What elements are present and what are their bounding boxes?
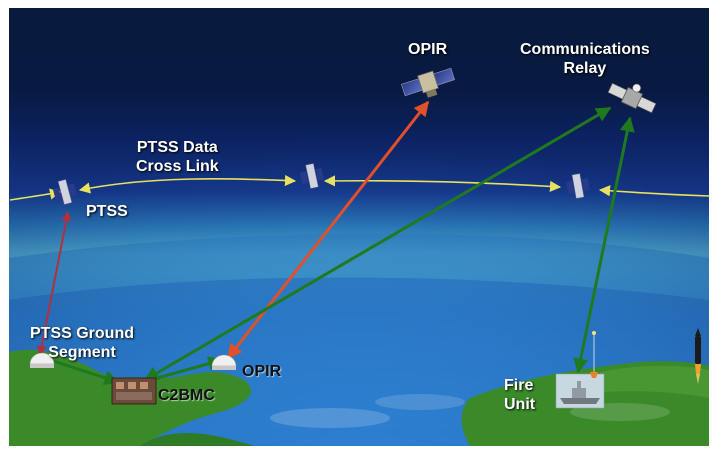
c2bmc-building-icon — [111, 377, 157, 405]
launch-plume-icon — [590, 331, 598, 378]
central-america-land — [140, 433, 255, 446]
ptss-ground-label-line1: PTSS Ground — [30, 325, 134, 342]
fire-unit-ship-icon — [555, 373, 605, 409]
opir-ground-radome-icon — [211, 354, 237, 370]
fire-unit-label: Fire Unit — [504, 376, 535, 414]
threat-missile-icon — [695, 328, 701, 384]
ground-links — [49, 106, 635, 385]
fire-unit-label-line1: Fire — [504, 377, 534, 394]
comms-relay-satellite-icon — [607, 82, 657, 114]
ptss-satellite-right-icon — [566, 173, 590, 199]
ptss-downlink — [36, 211, 72, 356]
ptss-ground-radome-icon — [29, 352, 55, 368]
comms-relay-label: Communications Relay — [520, 40, 650, 78]
ptss-crosslink-label: PTSS Data Cross Link — [136, 138, 219, 176]
ptss-label: PTSS — [86, 203, 128, 220]
fire-unit-label-line2: Unit — [504, 396, 536, 413]
ptss-ground-label-line2: Segment — [48, 344, 116, 361]
c2bmc-label: C2BMC — [158, 387, 215, 404]
ptss-satellite-middle-icon — [299, 163, 325, 189]
c2bmc-to-relay-link — [143, 106, 612, 382]
comms-relay-label-line1: Communications — [520, 41, 650, 58]
comms-relay-label-line2: Relay — [563, 60, 607, 77]
ground-to-c2bmc-link — [49, 358, 120, 385]
fire-unit-to-relay-link — [573, 116, 635, 374]
ptss-crosslink-label-line2: Cross Link — [136, 158, 219, 175]
opir-ground-label: OPIR — [242, 363, 282, 380]
opir-satellite-label: OPIR — [408, 41, 448, 58]
ptss-ground-segment-label: PTSS Ground Segment — [30, 324, 134, 362]
opir-satellite-icon — [401, 67, 455, 98]
ptss-crosslink-label-line1: PTSS Data — [136, 139, 218, 156]
